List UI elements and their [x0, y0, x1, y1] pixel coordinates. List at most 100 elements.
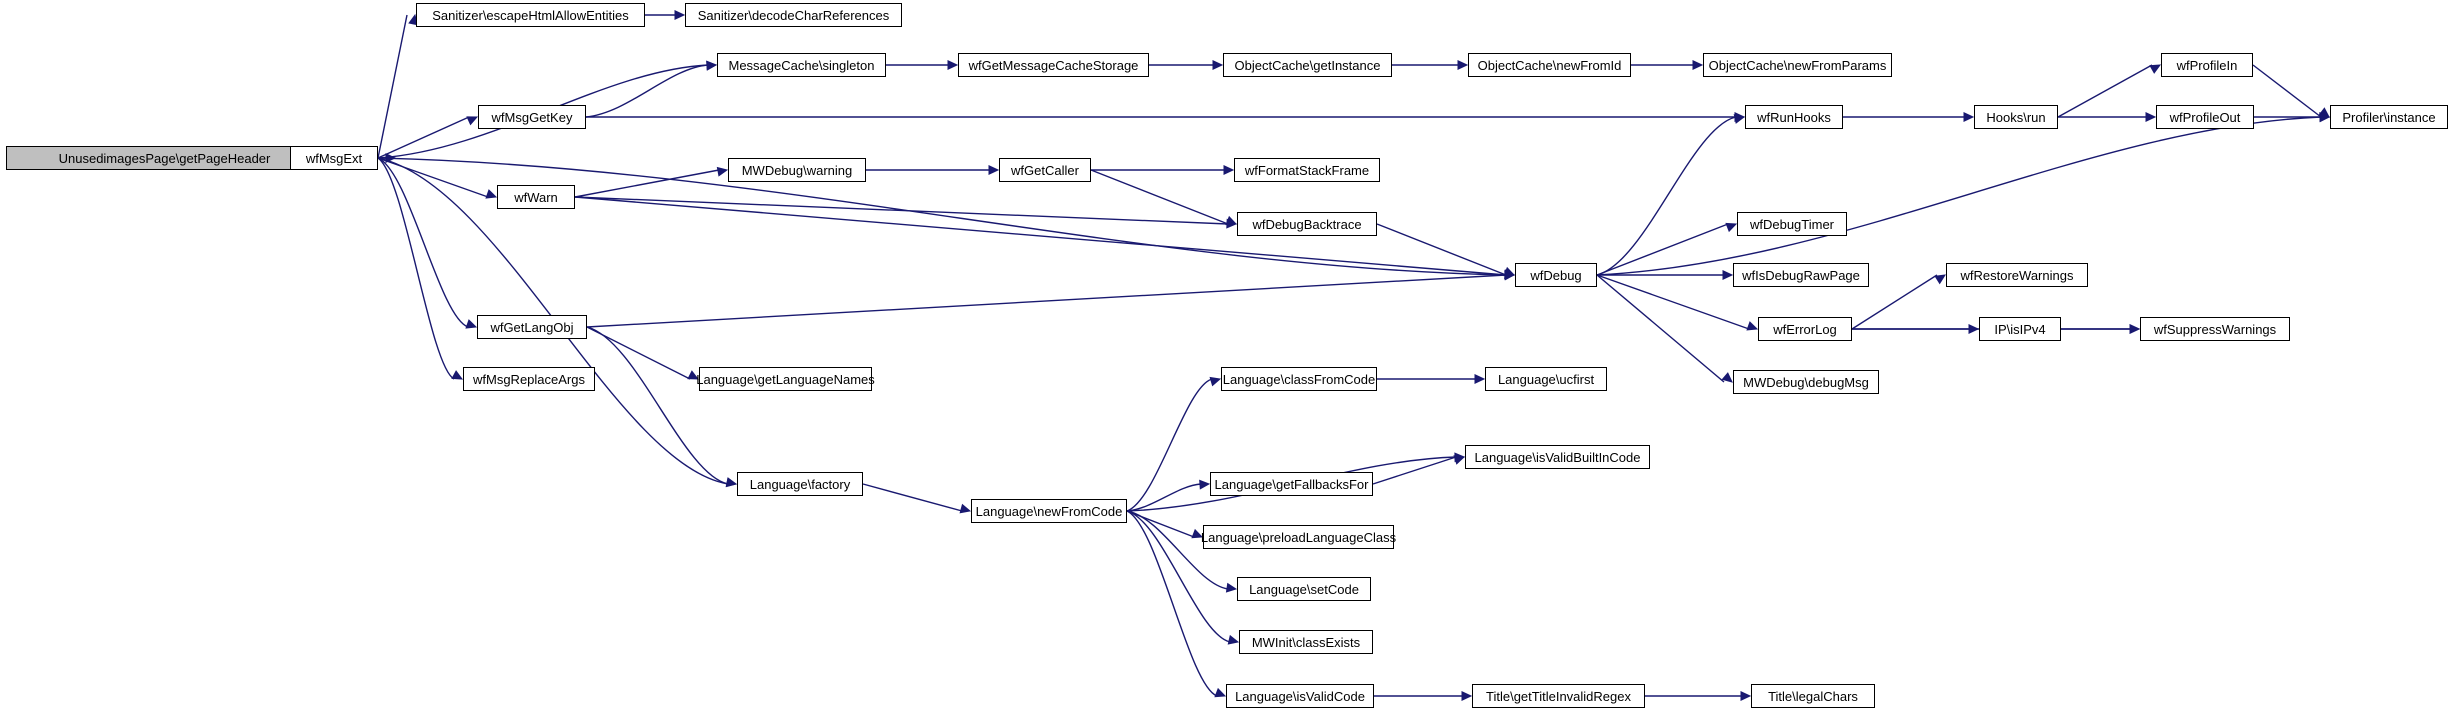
edge-arrowhead — [465, 319, 478, 329]
edge-arrowhead — [385, 153, 397, 163]
graph-edge — [585, 64, 709, 118]
graph-node[interactable]: ObjectCache\getInstance — [1223, 53, 1392, 77]
edge-arrowhead — [1692, 60, 1704, 70]
edge-arrowhead — [1721, 372, 1733, 383]
graph-edge — [377, 116, 470, 159]
edge-arrowhead — [1504, 269, 1516, 280]
edge-arrowhead — [1227, 634, 1240, 645]
graph-node[interactable]: wfRestoreWarnings — [1946, 263, 2088, 287]
graph-node[interactable]: wfFormatStackFrame — [1234, 158, 1380, 182]
edge-arrowhead — [1740, 691, 1752, 701]
graph-node[interactable]: Sanitizer\escapeHtmlAllowEntities — [416, 3, 645, 27]
graph-node[interactable]: Language\factory — [737, 472, 863, 496]
graph-node[interactable]: Language\getLanguageNames — [696, 367, 875, 391]
graph-node[interactable]: wfProfileOut — [2156, 105, 2254, 129]
graph-node[interactable]: wfMsgReplaceArgs — [463, 367, 595, 391]
graph-node[interactable]: wfMsgGetKey — [478, 105, 586, 129]
edge-arrowhead — [1226, 218, 1238, 229]
graph-edge — [377, 157, 455, 380]
edge-arrowhead — [1214, 687, 1227, 698]
graph-edge — [1596, 274, 1725, 383]
edge-arrowhead — [466, 116, 479, 126]
graph-node[interactable]: wfWarn — [497, 185, 575, 209]
graph-node[interactable]: wfSuppressWarnings — [2140, 317, 2290, 341]
edge-arrowhead — [1504, 270, 1516, 281]
graph-edge — [377, 157, 469, 328]
edge-arrowhead — [1504, 269, 1516, 280]
graph-edge — [1126, 510, 1195, 538]
graph-edge — [574, 169, 720, 198]
edge-arrowhead — [485, 189, 498, 199]
graph-edge — [1126, 378, 1213, 512]
graph-node[interactable]: wfGetLangObj — [477, 315, 587, 339]
graph-node[interactable]: Title\getTitleInvalidRegex — [1472, 684, 1645, 708]
graph-edge — [1126, 510, 1229, 590]
edge-arrowhead — [1454, 452, 1466, 463]
edge-arrowhead — [1453, 455, 1466, 465]
graph-node[interactable]: Profiler\instance — [2330, 105, 2448, 129]
graph-node[interactable]: Language\ucfirst — [1485, 367, 1607, 391]
edge-arrowhead — [988, 165, 1000, 175]
graph-node[interactable]: Title\legalChars — [1751, 684, 1875, 708]
edge-arrowhead — [1225, 215, 1238, 226]
graph-node[interactable]: MWDebug\warning — [728, 158, 866, 182]
graph-edge — [586, 274, 1507, 328]
graph-node[interactable]: wfDebug — [1515, 263, 1597, 287]
edge-arrowhead — [1225, 582, 1238, 593]
graph-node[interactable]: Language\newFromCode — [971, 499, 1127, 523]
graph-node[interactable]: ObjectCache\newFromParams — [1703, 53, 1892, 77]
graph-node[interactable]: Language\isValidCode — [1226, 684, 1374, 708]
graph-node[interactable]: ObjectCache\newFromId — [1468, 53, 1631, 77]
graph-node[interactable]: MWDebug\debugMsg — [1733, 370, 1879, 394]
edge-arrowhead — [1212, 60, 1224, 70]
graph-edge — [1372, 456, 1457, 485]
edge-arrowhead — [716, 166, 729, 177]
graph-node[interactable]: Hooks\run — [1974, 105, 2058, 129]
edge-arrowhead — [1722, 270, 1734, 280]
graph-node[interactable]: wfProfileIn — [2161, 53, 2253, 77]
edge-arrowhead — [2145, 112, 2157, 122]
edge-arrowhead — [451, 370, 464, 380]
edge-arrowhead — [1725, 222, 1738, 233]
graph-edge — [574, 196, 1229, 225]
graph-node[interactable]: wfIsDebugRawPage — [1733, 263, 1869, 287]
edge-arrowhead — [1223, 165, 1235, 175]
graph-node[interactable]: Language\isValidBuiltInCode — [1465, 445, 1650, 469]
edge-arrowhead — [947, 60, 959, 70]
graph-node[interactable]: wfRunHooks — [1745, 105, 1843, 129]
graph-node[interactable]: MessageCache\singleton — [717, 53, 886, 77]
graph-node[interactable]: MWInit\classExists — [1239, 630, 1373, 654]
edge-arrowhead — [1503, 266, 1516, 277]
graph-node[interactable]: Language\getFallbacksFor — [1210, 472, 1373, 496]
edge-arrowhead — [725, 477, 738, 487]
graph-node[interactable]: Language\classFromCode — [1221, 367, 1377, 391]
graph-node[interactable]: wfDebugBacktrace — [1237, 212, 1377, 236]
edge-arrowhead — [1963, 112, 1975, 122]
graph-node[interactable]: wfMsgExt — [290, 146, 378, 170]
graph-node[interactable]: Language\setCode — [1237, 577, 1371, 601]
graph-edge — [377, 157, 489, 198]
graph-edge — [1376, 223, 1507, 276]
graph-node[interactable]: wfGetMessageCacheStorage — [958, 53, 1149, 77]
edge-arrowhead — [1733, 114, 1746, 124]
edge-arrowhead — [1934, 274, 1946, 285]
graph-edge — [574, 196, 1507, 276]
edge-arrowhead — [1199, 479, 1211, 490]
edge-arrowhead — [1734, 112, 1746, 122]
graph-node-root[interactable]: UnusedimagesPage\getPageHeader — [6, 146, 323, 170]
edge-arrowhead — [2129, 324, 2141, 334]
graph-edge — [1596, 274, 1750, 330]
edge-arrowhead — [725, 477, 738, 488]
graph-node[interactable]: Language\preloadLanguageClass — [1201, 525, 1396, 549]
graph-node[interactable]: wfGetCaller — [999, 158, 1091, 182]
edge-arrowhead — [2149, 64, 2162, 74]
graph-node[interactable]: wfDebugTimer — [1737, 212, 1847, 236]
edge-arrowhead — [1209, 376, 1222, 387]
graph-node[interactable]: Sanitizer\decodeCharReferences — [685, 3, 902, 27]
graph-edge — [2057, 64, 2153, 118]
edge-arrowhead — [706, 60, 718, 71]
graph-node[interactable]: IP\isIPv4 — [1979, 317, 2061, 341]
graph-node[interactable]: wfErrorLog — [1758, 317, 1852, 341]
